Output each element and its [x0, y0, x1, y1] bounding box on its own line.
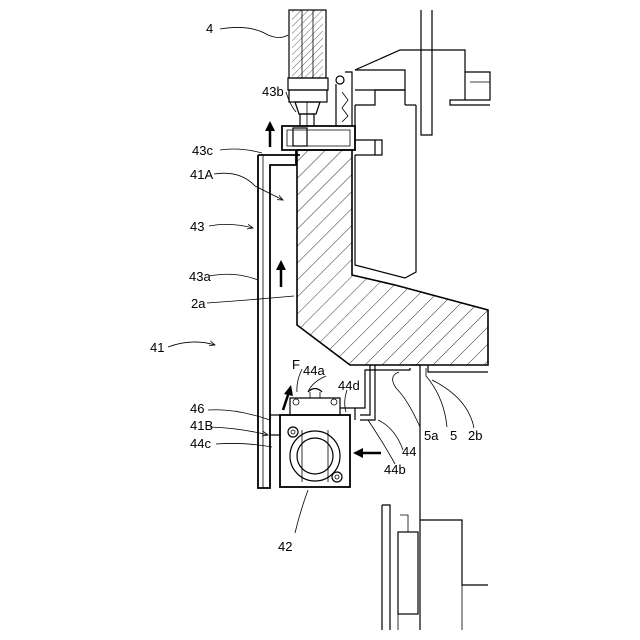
label-43a: 43a — [189, 269, 211, 284]
upper-bracket — [355, 10, 490, 155]
fan-42 — [270, 389, 355, 488]
label-5a: 5a — [424, 428, 439, 443]
lower-structure — [360, 365, 488, 630]
label-44d: 44d — [338, 378, 360, 393]
label-44b: 44b — [384, 462, 406, 477]
label-43: 43 — [190, 219, 204, 234]
label-44a: 44a — [303, 363, 325, 378]
label-44: 44 — [402, 444, 416, 459]
label-41A: 41A — [190, 167, 213, 182]
label-4: 4 — [206, 21, 213, 36]
body-2a — [297, 150, 488, 365]
label-43c: 43c — [192, 143, 213, 158]
label-2b: 2b — [468, 428, 482, 443]
right-column — [355, 105, 416, 278]
label-44c: 44c — [190, 436, 211, 451]
label-5: 5 — [450, 428, 457, 443]
label-46: 46 — [190, 401, 204, 416]
label-43b: 43b — [262, 84, 284, 99]
label-41B: 41B — [190, 418, 213, 433]
label-41: 41 — [150, 340, 164, 355]
label-42: 42 — [278, 539, 292, 554]
label-2a: 2a — [191, 296, 206, 311]
panel-4 — [288, 10, 328, 126]
label-F: F — [292, 357, 300, 372]
clip-43b — [282, 72, 355, 150]
